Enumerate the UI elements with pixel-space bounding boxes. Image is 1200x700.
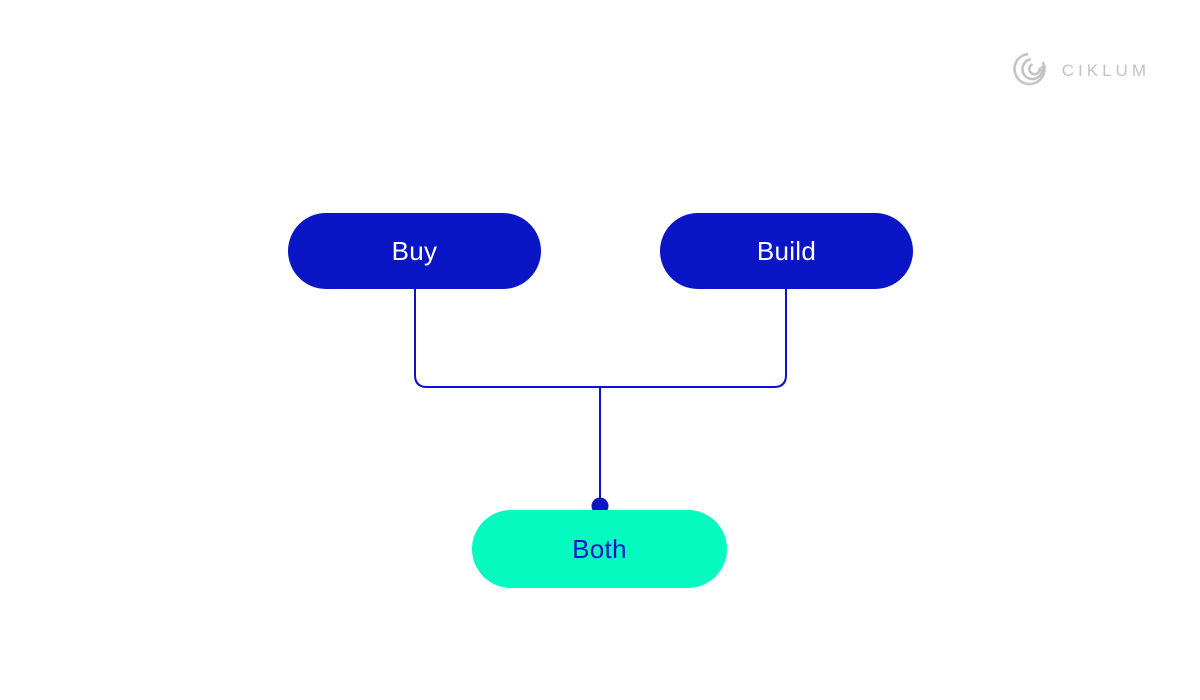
- ciklum-logo-text: CIKLUM: [1061, 60, 1150, 80]
- node-build: Build: [660, 213, 913, 289]
- node-both-label: Both: [572, 533, 627, 564]
- node-both: Both: [472, 510, 727, 588]
- ciklum-logo: CIKLUM: [1012, 48, 1150, 90]
- node-build-label: Build: [756, 235, 817, 266]
- node-buy-label: Buy: [391, 235, 438, 266]
- ciklum-logo-mark-icon: [1012, 52, 1046, 86]
- bracket-connector-path: [414, 289, 787, 388]
- node-buy: Buy: [288, 213, 541, 289]
